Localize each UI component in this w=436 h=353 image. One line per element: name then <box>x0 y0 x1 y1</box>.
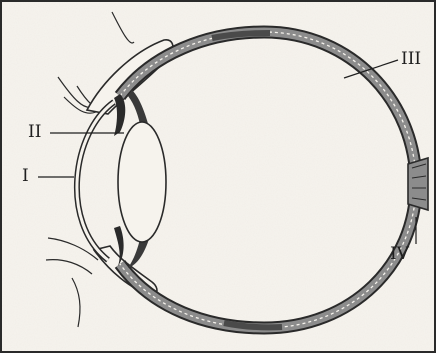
label-i: I <box>22 168 29 185</box>
label-ii: II <box>28 124 41 141</box>
lens <box>118 122 166 242</box>
label-iv: IV <box>390 246 409 263</box>
eye-cross-section <box>2 2 434 351</box>
label-iii: III <box>401 51 421 68</box>
